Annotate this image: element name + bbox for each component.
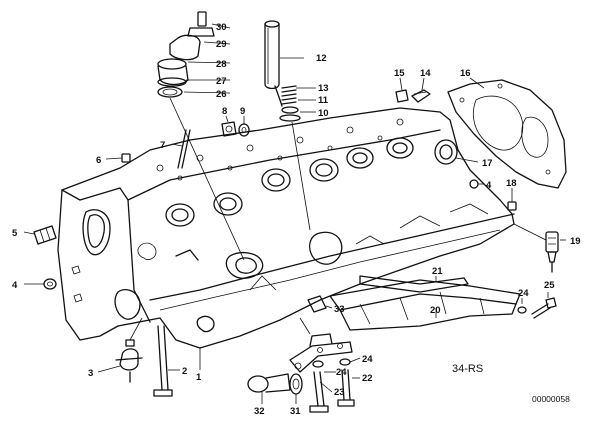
- label-2: 2: [182, 366, 187, 377]
- stud-7: [171, 129, 191, 169]
- label-7: 7: [160, 140, 165, 151]
- label-3: 3: [88, 368, 93, 379]
- spacer-33: [307, 295, 333, 313]
- deck-holes: [156, 118, 404, 181]
- sensor-19: [513, 223, 566, 273]
- dowel-18: [507, 188, 517, 211]
- rear-gasket: [447, 77, 567, 189]
- label-19: 19: [570, 236, 581, 247]
- label-24-right: 24: [518, 288, 529, 299]
- sensor-5: [23, 225, 57, 245]
- label-17: 17: [482, 158, 493, 169]
- engine-block: [57, 107, 515, 349]
- plug-4-left: [24, 278, 57, 290]
- diagram-code: 00000058: [532, 394, 570, 404]
- label-16: 16: [460, 68, 471, 79]
- label-12: 12: [316, 53, 327, 64]
- diagram-reference: 34-RS: [452, 363, 483, 375]
- label-4-right: 4: [486, 180, 492, 191]
- label-33: 33: [334, 304, 345, 315]
- oil-pump-bracket: [289, 317, 361, 413]
- plug-4-right: [469, 179, 484, 189]
- label-4-left: 4: [12, 280, 18, 291]
- label-15: 15: [394, 68, 405, 79]
- label-30: 30: [216, 22, 227, 33]
- label-29: 29: [216, 39, 227, 50]
- engine-mount-3: [97, 317, 143, 383]
- label-28: 28: [216, 59, 227, 70]
- label-8: 8: [222, 106, 227, 117]
- label-26: 26: [216, 89, 227, 100]
- label-9: 9: [240, 106, 245, 117]
- label-5: 5: [12, 228, 18, 239]
- bolts-24-25: [517, 292, 557, 319]
- dipstick-tube: [264, 20, 316, 231]
- label-31: 31: [290, 406, 301, 417]
- label-27: 27: [216, 76, 227, 87]
- oil-pan-baffle: [329, 275, 521, 331]
- label-32: 32: [254, 406, 265, 417]
- label-1: 1: [196, 372, 202, 383]
- bolt-2: [153, 325, 180, 397]
- label-13: 13: [318, 83, 329, 94]
- dowel-6: [105, 153, 131, 163]
- label-24-low: 24: [336, 367, 347, 378]
- label-25: 25: [544, 280, 555, 291]
- plug-31-32: [247, 373, 303, 404]
- label-18: 18: [506, 178, 517, 189]
- label-23: 23: [334, 387, 345, 398]
- label-22: 22: [362, 373, 373, 384]
- callout-labels: 30 29 28 27 26 12 13 11 10 15 14 16 8 9 …: [12, 22, 581, 417]
- label-10: 10: [318, 108, 329, 119]
- label-11: 11: [318, 95, 329, 106]
- label-14: 14: [420, 68, 431, 79]
- label-6: 6: [96, 155, 101, 166]
- label-20: 20: [430, 305, 441, 316]
- cylinder-bosses: [165, 137, 414, 227]
- thermostat-housing-assembly: [157, 11, 245, 261]
- sender-unit: [395, 77, 431, 103]
- plug-screw: [221, 115, 250, 137]
- seal-17: [434, 139, 479, 165]
- label-24-mid: 24: [362, 354, 373, 365]
- label-21: 21: [432, 266, 443, 277]
